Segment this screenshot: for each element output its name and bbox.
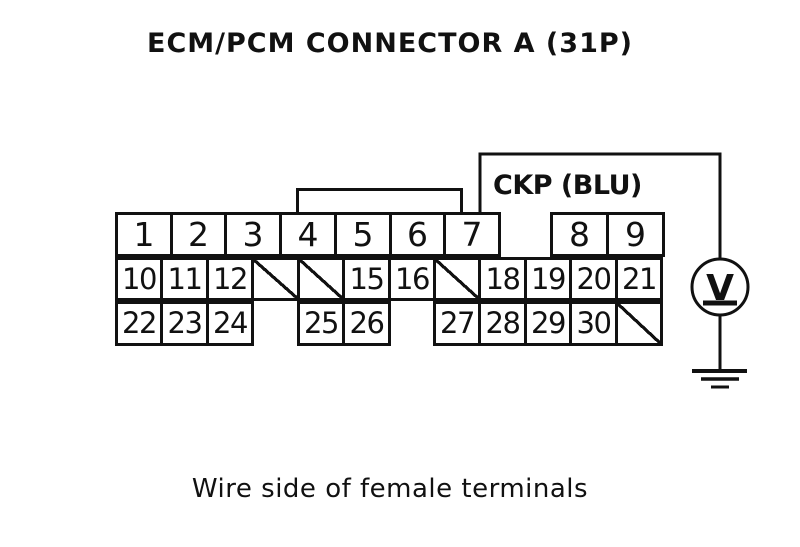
blocked-pin-cell xyxy=(433,257,481,301)
pin-25: 25 xyxy=(297,301,345,346)
pin-1: 1 xyxy=(115,212,173,257)
pin-9: 9 xyxy=(606,212,665,257)
pin-2: 2 xyxy=(170,212,227,257)
blocked-pin-cell xyxy=(615,301,663,346)
pin-24: 24 xyxy=(206,301,254,346)
pin-30: 30 xyxy=(569,301,618,346)
pin-5: 5 xyxy=(334,212,392,257)
pin-3: 3 xyxy=(224,212,282,257)
pin-23: 23 xyxy=(160,301,209,346)
pin-15: 15 xyxy=(342,257,391,301)
pin-19: 19 xyxy=(524,257,572,301)
pin-29: 29 xyxy=(524,301,572,346)
pin-20: 20 xyxy=(569,257,618,301)
pin-6: 6 xyxy=(389,212,446,257)
pin-18: 18 xyxy=(478,257,527,301)
pin-28: 28 xyxy=(478,301,527,346)
pin-26: 26 xyxy=(342,301,391,346)
pin-12: 12 xyxy=(206,257,254,301)
pin-27: 27 xyxy=(433,301,481,346)
pin-10: 10 xyxy=(115,257,163,301)
pin-21: 21 xyxy=(615,257,663,301)
wire-label-ckp: CKP (BLU) xyxy=(493,170,642,201)
pin-11: 11 xyxy=(160,257,209,301)
pin-22: 22 xyxy=(115,301,163,346)
ground-symbol xyxy=(692,369,747,389)
blocked-pin-cell xyxy=(297,257,345,301)
blocked-pin-cell xyxy=(251,257,300,301)
voltmeter-symbol: V xyxy=(706,268,734,309)
pin-8: 8 xyxy=(550,212,609,257)
diagram-title: ECM/PCM CONNECTOR A (31P) xyxy=(147,28,633,59)
voltmeter-circle xyxy=(690,257,750,317)
connector-key-tab xyxy=(296,188,463,215)
pin-16: 16 xyxy=(388,257,436,301)
caption-wire-side: Wire side of female terminals xyxy=(191,474,589,504)
pin-4: 4 xyxy=(279,212,337,257)
pin-7: 7 xyxy=(443,212,501,257)
